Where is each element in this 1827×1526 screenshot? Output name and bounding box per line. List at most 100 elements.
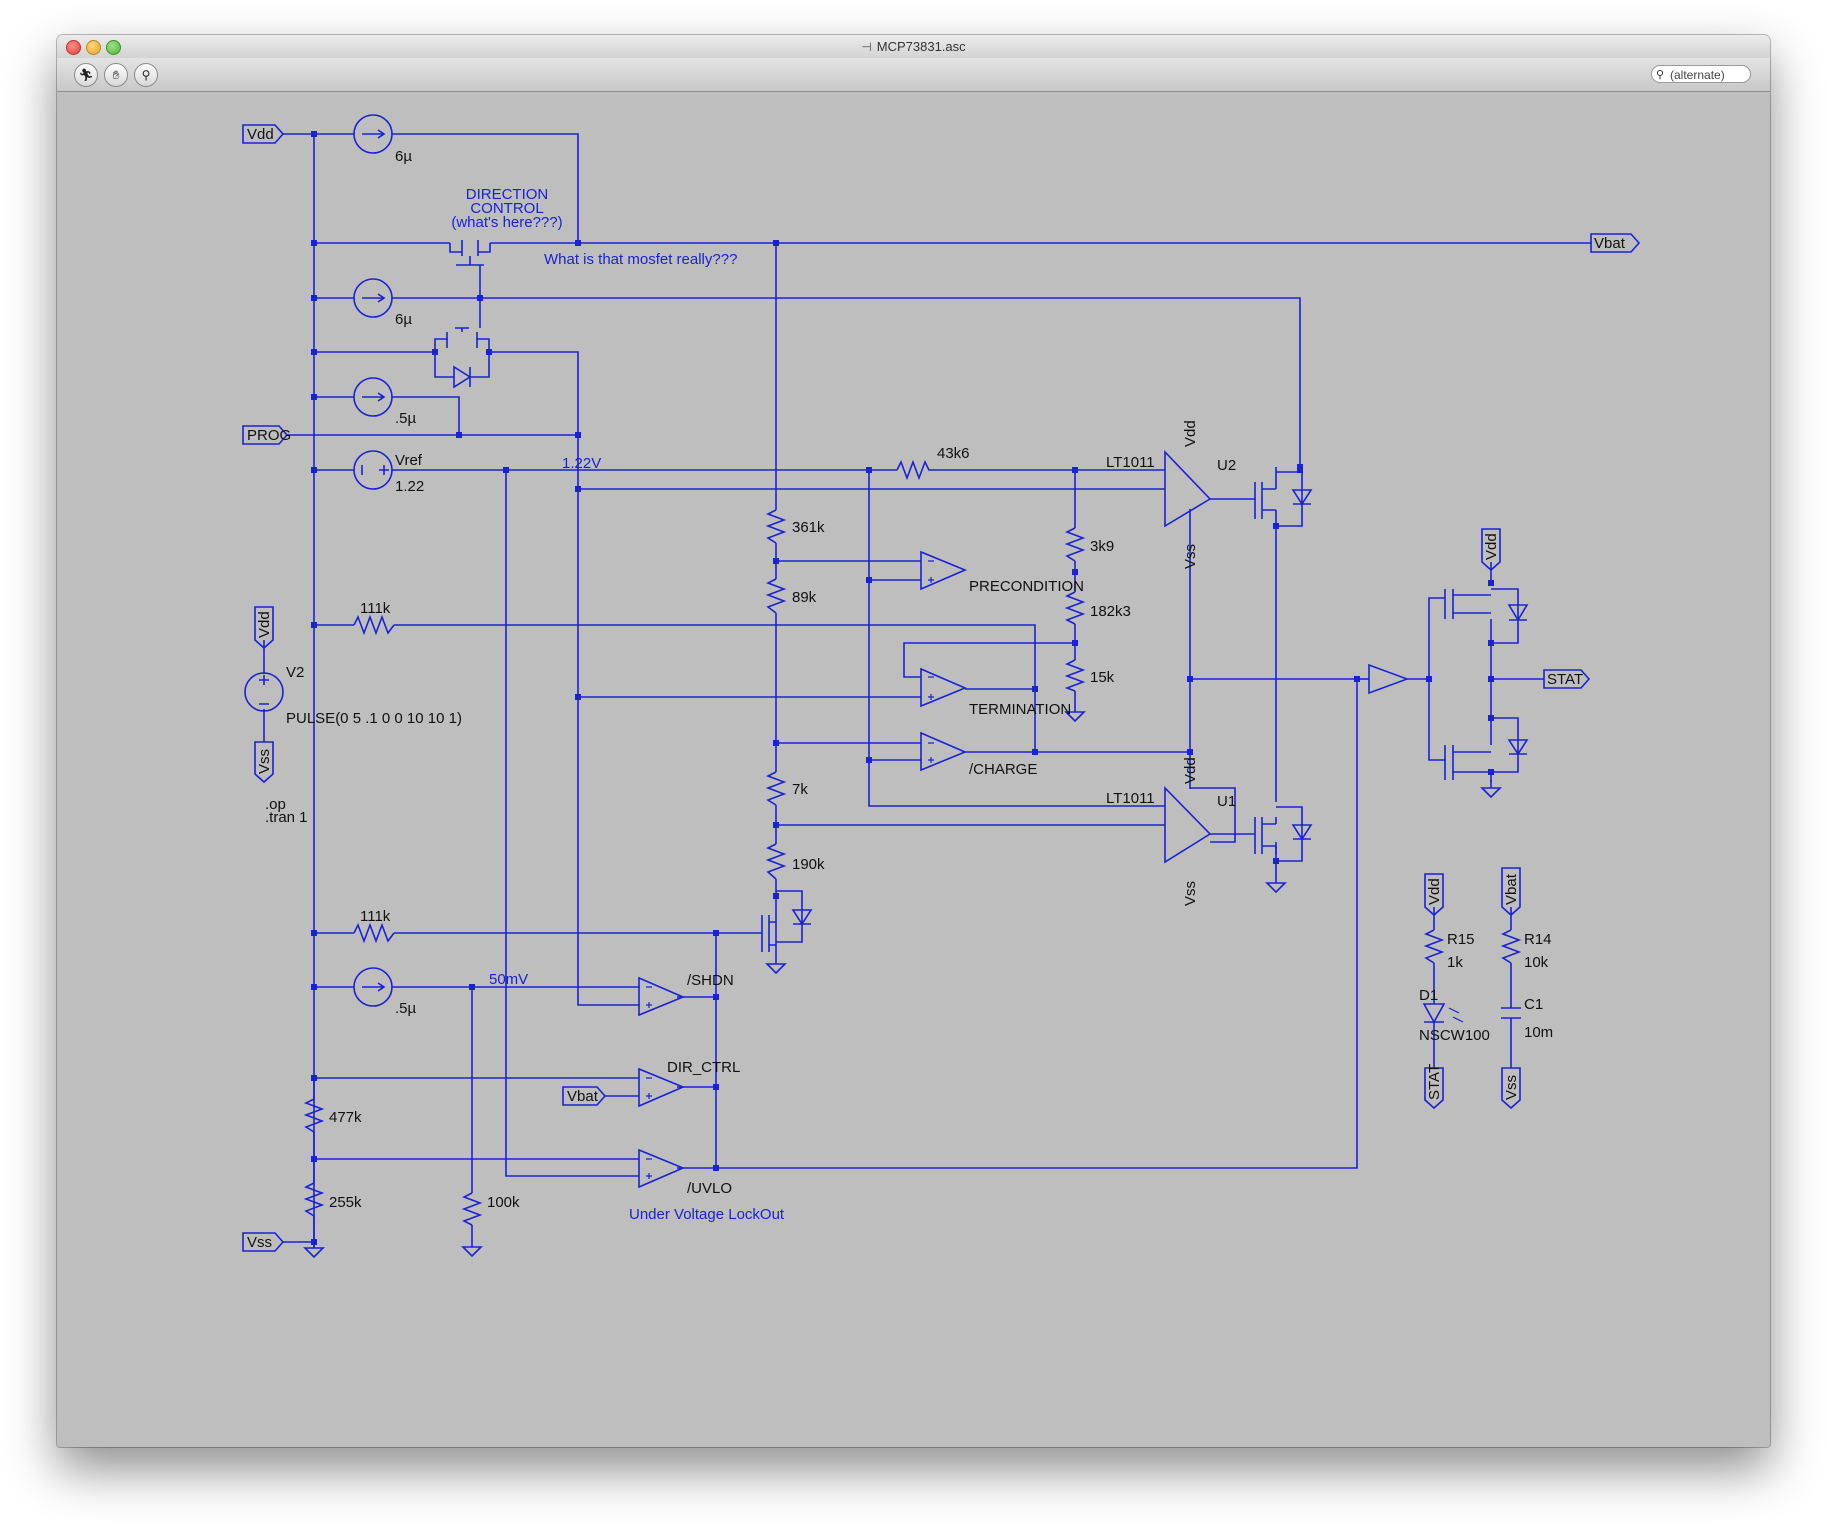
- led-d1: [1422, 1003, 1464, 1024]
- comparator-charge: [920, 731, 968, 772]
- r14-name: R14: [1524, 931, 1552, 948]
- port-vss-load-shape: [1501, 1067, 1521, 1110]
- port-vss-u1: Vss: [1182, 881, 1199, 906]
- port-vdd-u1: Vdd: [1182, 757, 1199, 784]
- comment-mosfet-question: What is that mosfet really???: [544, 251, 737, 268]
- resistor-7k: [765, 771, 787, 806]
- port-vdd-stat: Vdd: [1483, 533, 1500, 560]
- port-vss-bottom-shape: [242, 1232, 285, 1252]
- zoom-button[interactable]: [106, 40, 121, 55]
- search-field[interactable]: ⚲ (alternate): [1651, 65, 1751, 83]
- title-bar[interactable]: ⊣MCP73831.asc: [57, 35, 1770, 59]
- d1-name: D1: [1419, 987, 1438, 1004]
- comment-direction-3: (what's here???): [451, 214, 562, 231]
- toolbar: 🏃︎ ✋︎ ⚲ ⚲ (alternate): [57, 58, 1770, 92]
- directive-op: .op: [265, 796, 286, 813]
- resistor-100k: [461, 1192, 483, 1226]
- value-182k3: 182k3: [1090, 603, 1131, 620]
- search-icon: ⚲: [1656, 69, 1665, 81]
- value-89k: 89k: [792, 589, 817, 606]
- r15-value: 1k: [1447, 954, 1463, 971]
- resistor-182k3: [1064, 591, 1086, 625]
- resistor-43k6: [896, 459, 932, 481]
- components: [244, 114, 1529, 1258]
- u2-name: U2: [1217, 457, 1236, 474]
- resistor-r15: [1423, 929, 1445, 964]
- port-vss-v2-shape: [254, 741, 274, 784]
- port-vss-bottom: Vss: [247, 1234, 272, 1251]
- comparator-shdn: [638, 976, 686, 1017]
- minimize-button[interactable]: [86, 40, 101, 55]
- value-7k: 7k: [792, 781, 808, 798]
- label-termination: TERMINATION: [969, 701, 1071, 718]
- vref-value: 1.22: [395, 478, 424, 495]
- probe-icon[interactable]: ⚲: [134, 63, 158, 87]
- c1-name: C1: [1524, 996, 1543, 1013]
- value-111k-b: 111k: [360, 908, 391, 925]
- comment-direction-1: DIRECTION: [466, 186, 549, 203]
- v2-value: PULSE(0 5 .1 0 0 10 10 1): [286, 710, 462, 727]
- port-vbat-cmp: Vbat: [567, 1088, 599, 1105]
- value-361k: 361k: [792, 519, 825, 536]
- port-stat-led-shape: [1424, 1067, 1444, 1110]
- mosfet-u1-out: [1254, 817, 1313, 854]
- schematic-canvas[interactable]: Vdd PROG Vss Vbat STAT Vbat Vdd Vss Vdd …: [57, 92, 1770, 1447]
- port-vdd-v2-shape: [254, 606, 274, 650]
- mosfet-stat-low: [1444, 739, 1529, 780]
- halt-icon[interactable]: ✋︎: [104, 63, 128, 87]
- vref-name: Vref: [395, 452, 423, 469]
- resistor-r14: [1500, 929, 1522, 964]
- label-shdn: /SHDN: [687, 972, 734, 989]
- value-i2: 6µ: [395, 311, 412, 328]
- port-vdd-v2: Vdd: [256, 611, 273, 638]
- search-placeholder: (alternate): [1670, 68, 1725, 82]
- r15-name: R15: [1447, 931, 1475, 948]
- port-stat-out: STAT: [1547, 671, 1583, 688]
- label-uvlo: /UVLO: [687, 1180, 732, 1197]
- capacitor-c1: [1501, 1007, 1521, 1019]
- direction-mosfet: [449, 240, 491, 266]
- current-source-i3: [353, 377, 393, 417]
- comparator-u1: [1164, 786, 1212, 864]
- port-vbat-out: Vbat: [1594, 235, 1626, 252]
- label-dirctrl: DIR_CTRL: [667, 1059, 740, 1076]
- value-477k: 477k: [329, 1109, 362, 1126]
- port-vdd-top: Vdd: [247, 126, 274, 143]
- port-flags: [242, 124, 1641, 1252]
- v2-name: V2: [286, 664, 304, 681]
- u2-model: LT1011: [1106, 454, 1155, 471]
- value-15k: 15k: [1090, 669, 1115, 686]
- port-vdd-u2: Vdd: [1182, 420, 1199, 447]
- comment-text: DIRECTION CONTROL (what's here???) What …: [451, 186, 785, 1223]
- port-vbat-load-shape: [1501, 867, 1521, 917]
- window-title: ⊣MCP73831.asc: [861, 39, 966, 54]
- resistor-477k: [303, 1098, 325, 1133]
- comment-uvlo-desc: Under Voltage LockOut: [629, 1206, 785, 1223]
- resistor-255k: [303, 1182, 325, 1217]
- resistor-361k: [765, 509, 787, 544]
- port-vss-load: Vss: [1503, 1075, 1520, 1100]
- value-100k: 100k: [487, 1194, 520, 1211]
- u1-name: U1: [1217, 793, 1236, 810]
- port-prog: PROG: [247, 427, 291, 444]
- port-vss-u2: Vss: [1182, 544, 1199, 569]
- voltage-source-v2: [244, 672, 284, 712]
- port-vbat-out-shape: [1590, 233, 1641, 253]
- d1-value: NSCW100: [1419, 1027, 1490, 1044]
- value-111k-a: 111k: [360, 600, 391, 617]
- port-vbat-cmp-shape: [562, 1086, 607, 1106]
- close-button[interactable]: [66, 40, 81, 55]
- mosfet-shdn: [761, 909, 813, 952]
- comparator-dirctrl: [638, 1067, 686, 1108]
- port-stat-led: STAT: [1426, 1064, 1443, 1100]
- resistor-111k-b: [353, 922, 395, 944]
- c1-value: 10m: [1524, 1024, 1553, 1041]
- ltspice-window: ⊣MCP73831.asc 🏃︎ ✋︎ ⚲ ⚲ (alternate): [57, 35, 1770, 1447]
- run-icon[interactable]: 🏃︎: [74, 63, 98, 87]
- resistor-89k: [765, 578, 787, 614]
- resistor-111k-a: [353, 614, 395, 636]
- port-prog-shape: [242, 425, 289, 445]
- label-precondition: PRECONDITION: [969, 578, 1084, 595]
- mosfet-stat-high: [1444, 589, 1529, 622]
- value-i3: .5µ: [395, 410, 417, 427]
